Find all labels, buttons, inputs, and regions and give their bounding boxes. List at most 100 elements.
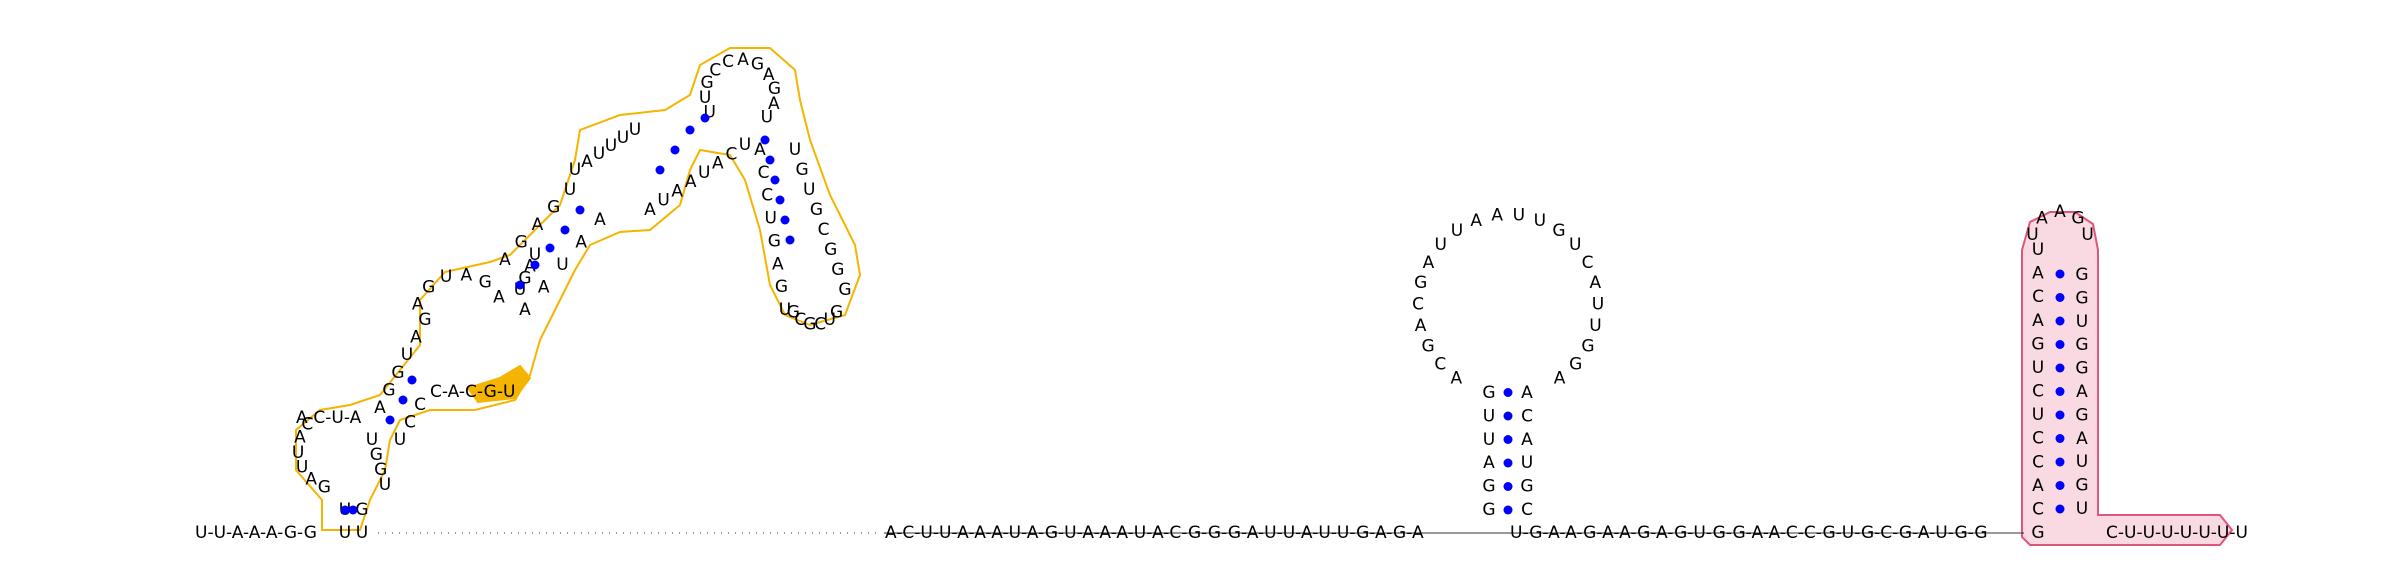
base-pair-dot [530, 260, 540, 270]
right-arm-right: G [838, 280, 851, 300]
top-loop: G [768, 79, 781, 99]
stemB-left: G [382, 380, 395, 400]
right-arm-left: G [768, 231, 781, 251]
interior1: G [422, 278, 435, 298]
right-arm-loop: C [814, 314, 826, 334]
top-loop: G [701, 73, 714, 93]
terminator-left: U [2032, 405, 2044, 425]
hairpin2-loop: A [1554, 369, 1566, 389]
base-pair-dot [385, 415, 395, 425]
right-arm-right: G [831, 260, 844, 280]
top-loop: C [709, 60, 721, 80]
interior1-right: U [529, 245, 541, 265]
loopA-left: A [294, 428, 306, 448]
top-loop: A [737, 50, 749, 70]
stemB-left: G [391, 363, 404, 383]
right-arm-loop: C [794, 310, 806, 330]
hairpin2-loop: A [1415, 316, 1427, 336]
hairpin2-stem-left: A [1483, 453, 1495, 473]
base-pair-dot [407, 375, 417, 385]
base-pair-dot [545, 243, 555, 253]
right-arm-right: G [796, 160, 809, 180]
terminator-pair [2055, 340, 2065, 349]
highlight-regions [295, 47, 2234, 546]
terminator-right: G [2075, 359, 2088, 379]
right-arm-loop: G [803, 314, 816, 334]
hairpin2-loop: A [1451, 369, 1463, 389]
terminator-right: G [2075, 405, 2088, 425]
hairpin2-loop: U [1513, 206, 1525, 226]
base-pair-dots [340, 113, 2065, 515]
base-pair-dot [765, 155, 775, 165]
bottom-bulge: C-A-C-G-U [430, 382, 515, 402]
terminator-left: A [2032, 311, 2044, 331]
terminator-right: U [2076, 312, 2088, 332]
loopA-left: U [292, 443, 304, 463]
terminator-right: G [2075, 476, 2088, 496]
terminator-pair [2055, 293, 2065, 302]
stemB-left: G [418, 310, 431, 330]
hairpin2-loop: U [1589, 316, 1601, 336]
loopA-left: C [301, 414, 313, 434]
hairpin-top-right: C [725, 144, 737, 164]
hairpin2-loop: U [1592, 295, 1604, 315]
right-arm-left: U [779, 300, 791, 320]
base-pair-dot [560, 225, 570, 235]
loopA-top: A-C-U-A [296, 408, 362, 428]
hairpin2-loop: G [1421, 336, 1434, 356]
stemC-left: A [532, 215, 544, 235]
right-arm-left: G [775, 277, 788, 297]
hairpin-top-right: U [657, 191, 669, 211]
base-pair-dot [775, 195, 785, 205]
right-arm-left: A [772, 254, 784, 274]
hairpin2-loop: U [1451, 221, 1463, 241]
hairpin2-pair [1503, 411, 1513, 421]
terminator-left: U [2032, 358, 2044, 378]
hairpin2-loop: A [1589, 273, 1601, 293]
terminator-tail: C-U-U-U-U-U-U-U [2106, 523, 2248, 543]
loopA-right: U [379, 475, 391, 495]
loopA-right: G [370, 445, 383, 465]
terminator-right: U [2076, 452, 2088, 472]
stemC-right: A [519, 300, 531, 320]
interior1: A [493, 288, 505, 308]
hairpin2-stem-right: A [1521, 430, 1533, 450]
terminator-right: G [2075, 288, 2088, 308]
hairpin2-loop: G [1569, 354, 1582, 374]
base-pair-dot [575, 205, 585, 215]
hairpin2-loop: G [1581, 336, 1594, 356]
stemC-left: G [515, 233, 528, 253]
base-pair-dot [780, 215, 790, 225]
hairpin-top-right: A [671, 181, 683, 201]
helix1-5p: U [339, 523, 351, 543]
interior1: G [479, 273, 492, 293]
stemC-right: A [538, 278, 550, 298]
hairpin2-loop: U [1435, 235, 1447, 255]
stemB-left: A [410, 328, 422, 348]
interior1: A [460, 265, 472, 285]
hairpin2-stem-left: G [1482, 477, 1495, 497]
top-loop: G [751, 55, 764, 75]
hairpin-top-left: U [617, 128, 629, 148]
hairpin2-pair [1503, 388, 1513, 397]
hairpin-top-right: A [685, 172, 697, 192]
base-pair-dot [398, 395, 408, 405]
top-loop: A [763, 65, 775, 85]
hairpin2-loop: A [1470, 211, 1482, 231]
terminator-left: U [2032, 240, 2044, 260]
terminator-loop: U [2081, 225, 2093, 245]
hairpin2-loop: G [1552, 221, 1565, 241]
hairpin2-loop: U [1569, 235, 1581, 255]
base-pair-dot [785, 235, 795, 245]
hairpin2-loop: C [1582, 253, 1594, 273]
terminator-outline [2021, 211, 2234, 546]
hairpin-top-right: U [698, 163, 710, 183]
loopA-left: A [305, 470, 317, 490]
loopA-left: U [296, 458, 308, 478]
terminator-pair [2055, 504, 2065, 514]
loopA-left: G [318, 478, 331, 498]
stemC-right: A [594, 210, 606, 230]
stemC-left: U [564, 180, 576, 200]
hairpin2-stem-left: U [1483, 430, 1495, 450]
hairpin-top-left: A [581, 152, 593, 172]
